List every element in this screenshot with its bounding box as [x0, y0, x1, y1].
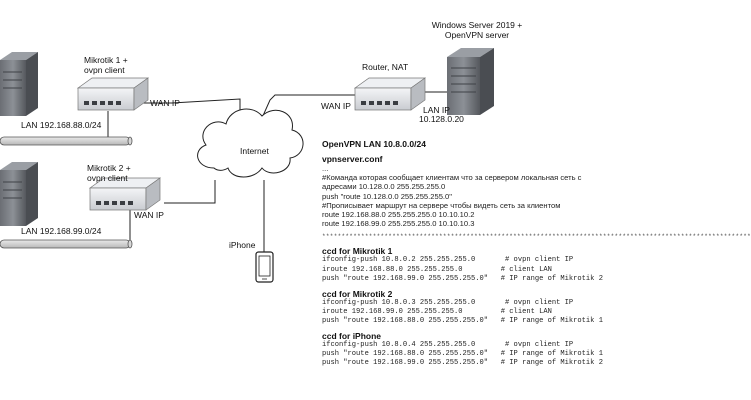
wan-ip-2-label: WAN IP [134, 210, 164, 220]
ccd-iphone-heading: ccd for iPhone [322, 330, 382, 341]
conf-comment-1b: адресами 10.128.0.0 255.255.255.0 [322, 182, 446, 192]
ccd-mikrotik-2-heading: ccd for Mikrotik 2 [322, 288, 393, 299]
lan-2-label: LAN 192.168.99.0/24 [21, 226, 102, 236]
mikrotik-2-router [88, 177, 162, 211]
internet-label: Internet [240, 146, 269, 156]
ccd-iphone-line: ifconfig-push 10.8.0.4 255.255.255.0 # o… [322, 340, 574, 349]
lan-1-label: LAN 192.168.88.0/24 [21, 120, 102, 130]
ccd-iphone-line: push "route 192.168.88.0 255.255.255.0" … [322, 350, 603, 359]
ccd-mik1-line: iroute 192.168.88.0 255.255.255.0 # clie… [322, 265, 552, 274]
wan-ip-server-label: WAN IP [321, 101, 351, 111]
vpnserver-conf-heading: vpnserver.conf [322, 154, 383, 164]
lan-ip-label: LAN IP [423, 105, 450, 115]
mikrotik-2-label: Mikrotik 2 + ovpn client [87, 163, 131, 183]
wan-ip-1-label: WAN IP [150, 98, 180, 108]
conf-comment-1: #Команда которая сообщает клиентам что з… [322, 173, 582, 183]
lan-pipe-2 [0, 239, 133, 249]
lan-ip-value: 10.128.0.20 [419, 114, 464, 124]
network-diagram [0, 48, 494, 283]
server-title-label: Windows Server 2019 + OpenVPN server [431, 20, 523, 40]
ccd-mik1-line: ifconfig-push 10.8.0.2 255.255.255.0 # o… [322, 256, 574, 265]
server-left-bottom [0, 162, 38, 226]
conf-route-2: route 192.168.99.0 255.255.255.0 10.10.1… [322, 219, 475, 229]
iphone-label: iPhone [229, 240, 256, 250]
server-left-top [0, 52, 38, 116]
router-nat-label: Router, NAT [362, 62, 409, 72]
ccd-iphone-line: push "route 192.168.99.0 255.255.255.0" … [322, 359, 603, 368]
ccd-mik2-line: iroute 192.168.99.0 255.255.255.0 # clie… [322, 307, 552, 316]
separator-line: ****************************************… [322, 233, 751, 241]
ccd-mikrotik-1-heading: ccd for Mikrotik 1 [322, 246, 393, 257]
conf-comment-2: #Прописывает маршрут на сервере чтобы ви… [322, 200, 561, 210]
nat-router [353, 77, 427, 111]
openvpn-lan-heading: OpenVPN LAN 10.8.0.0/24 [322, 139, 426, 149]
link-mik1-internet [138, 98, 241, 110]
ccd-mik2-line: push "route 192.168.88.0 255.255.255.0" … [322, 316, 603, 325]
mikrotik-1-label: Mikrotik 1 + ovpn client [84, 55, 128, 75]
lan-pipe-1 [0, 136, 133, 146]
conf-route-1: route 192.168.88.0 255.255.255.0 10.10.1… [322, 210, 475, 220]
iphone-icon [255, 251, 274, 283]
connection-lines [107, 91, 447, 252]
conf-dots: ... [322, 164, 329, 173]
ccd-mik1-line: push "route 192.168.99.0 255.255.255.0" … [322, 274, 603, 283]
link-internet-router [261, 94, 355, 119]
mikrotik-1-router [76, 77, 150, 111]
openvpn-server [447, 48, 494, 115]
ccd-mik2-line: ifconfig-push 10.8.0.3 255.255.255.0 # o… [322, 298, 574, 307]
config-panel: OpenVPN LAN 10.8.0.0/24 vpnserver.conf .… [322, 139, 751, 368]
link-mik2-internet [164, 180, 216, 204]
conf-push-route: push "route 10.128.0.0 255.255.255.0" [322, 191, 452, 201]
internet-cloud-icon [197, 108, 304, 178]
